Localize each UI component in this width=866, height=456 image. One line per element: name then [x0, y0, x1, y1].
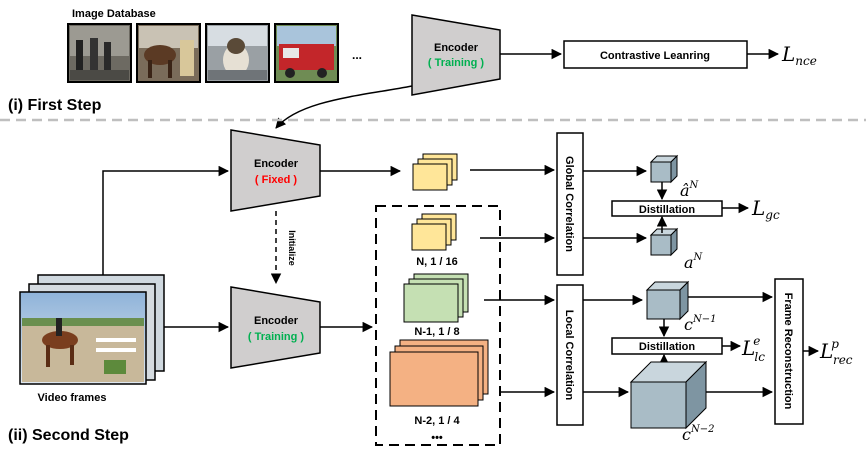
encoder-fixed — [230, 129, 321, 212]
c-n2-label: cN−2 — [682, 424, 714, 444]
image-database-label: Image Database — [72, 8, 156, 20]
video-frames-label: Video frames — [38, 392, 107, 404]
feature-label-n-2: N-2, 1 / 4 — [414, 415, 460, 427]
cube-shape — [645, 280, 690, 321]
thumbnail-image — [67, 23, 132, 83]
feature-label-n: N, 1 / 16 — [416, 256, 458, 268]
second-step-label: (ii) Second Step — [8, 427, 129, 444]
feature-map-stack — [389, 339, 489, 407]
feature-map-stack — [411, 213, 457, 251]
distillation-bottom-label: Distillation — [639, 341, 696, 353]
arrow-transfer-weights — [275, 85, 413, 129]
frame-reconstruction-label: Frame Reconstruction — [782, 293, 794, 410]
loss-nce: Lnce — [781, 42, 817, 68]
global-correlation-box — [556, 132, 584, 276]
encoder-training — [230, 286, 321, 369]
encoder-fixed-title: Encoder — [254, 158, 299, 170]
feature-more-dots: ••• — [431, 432, 443, 444]
local-correlation-label: Local Correlation — [563, 310, 575, 401]
encoder-fixed-status: ( Fixed ) — [255, 174, 298, 186]
local-correlation-box — [556, 284, 584, 426]
more-images-dots: ... — [352, 48, 362, 62]
cube-shape — [629, 360, 708, 430]
contrastive-learning-label: Contrastive Leanring — [600, 50, 710, 62]
loss-gc: Lgc — [751, 196, 780, 222]
thumbnail-image — [136, 23, 201, 83]
encoder-training-status: ( Training ) — [248, 331, 305, 343]
cube-shape — [649, 227, 679, 257]
cube-shape — [649, 154, 679, 184]
global-correlation-label: Global Correlation — [563, 156, 575, 252]
feature-map-stack — [403, 273, 469, 323]
encoder-first-title: Encoder — [434, 42, 479, 54]
feature-pyramid-container — [375, 205, 501, 446]
feature-label-n-1: N-1, 1 / 8 — [414, 326, 459, 338]
encoder-training-title: Encoder — [254, 315, 299, 327]
distillation-top-label: Distillation — [639, 204, 696, 216]
arrow-video-to-fixed-encoder — [102, 165, 230, 275]
c-n1-label: cN−1 — [684, 314, 716, 334]
contrastive-learning-box — [563, 40, 748, 69]
encoder-first-step — [411, 14, 501, 96]
a-hat-label: âN — [680, 180, 700, 200]
thumbnail-image — [274, 23, 339, 83]
encoder-first-status: ( Training ) — [428, 57, 485, 69]
video-frame-image — [19, 274, 165, 385]
a-label: aN — [684, 252, 704, 272]
thumbnail-image — [205, 23, 270, 83]
first-step-label: (i) First Step — [8, 97, 102, 114]
initialize-label: Initialize — [287, 230, 297, 266]
feature-map-stack — [412, 153, 458, 191]
